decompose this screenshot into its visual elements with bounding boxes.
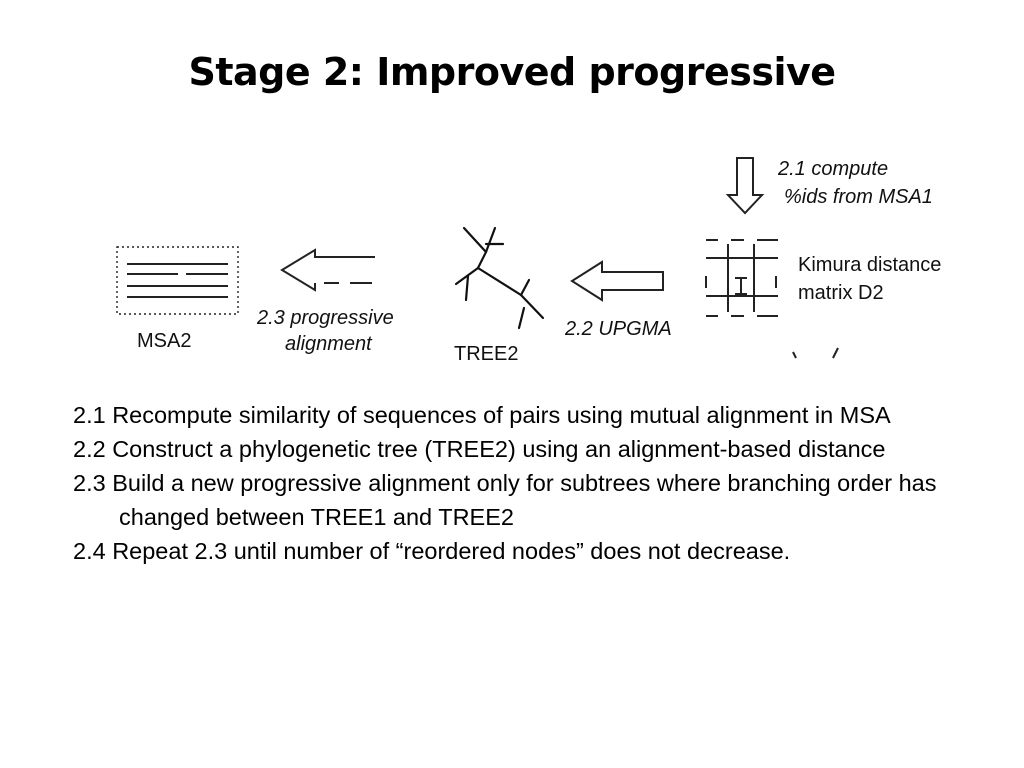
- matrix-sublabel: matrix D2: [798, 282, 884, 304]
- slide-title: Stage 2: Improved progressive: [188, 50, 836, 94]
- workflow-diagram: 2.1 compute %ids from MSA1 Kimura distan…: [116, 157, 941, 365]
- step-2-3-sublabel: alignment: [285, 333, 373, 355]
- down-arrow-icon: [725, 157, 765, 215]
- bullet-list: 2.1 Recompute similarity of sequences of…: [73, 398, 993, 568]
- phylogenetic-tree-icon: [454, 226, 545, 330]
- step-2-2-label: 2.2 UPGMA: [564, 318, 672, 340]
- step-2-1-label: 2.1 compute: [777, 158, 888, 180]
- step-2-3-label: 2.3 progressive: [256, 307, 394, 329]
- distance-matrix-grid-icon: [705, 239, 839, 359]
- tree-label: TREE2: [454, 343, 518, 365]
- msa-alignment-icon: [116, 246, 239, 315]
- bullet-item: 2.1 Recompute similarity of sequences of…: [73, 402, 891, 428]
- matrix-label: Kimura distance: [798, 254, 941, 276]
- upgma-arrow-icon: [570, 260, 664, 302]
- bullet-item: 2.3 Build a new progressive alignment on…: [73, 470, 937, 530]
- step-2-1-sublabel: %ids from MSA1: [784, 186, 933, 208]
- bullet-item: 2.2 Construct a phylogenetic tree (TREE2…: [73, 436, 886, 462]
- msa-label: MSA2: [137, 330, 191, 352]
- bullet-item: 2.4 Repeat 2.3 until number of “reordere…: [73, 538, 791, 564]
- progressive-arrow-icon: [280, 248, 375, 292]
